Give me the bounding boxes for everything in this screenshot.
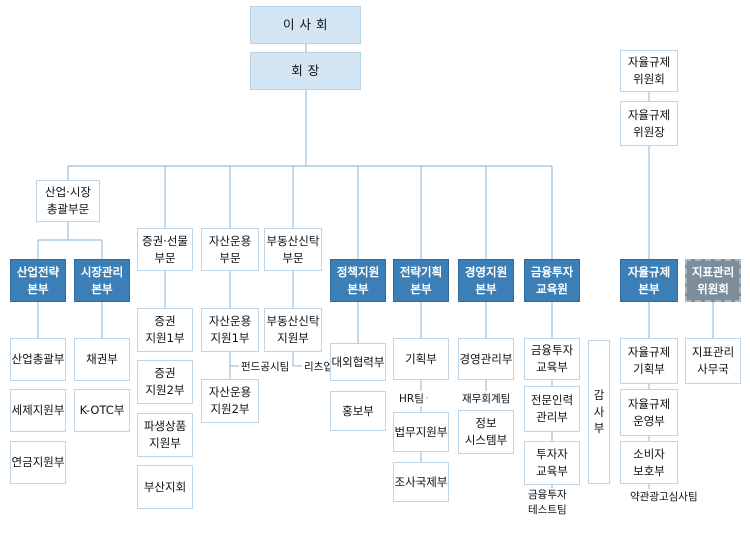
- group-securities-futures: 증권·선물 부문: [137, 228, 193, 271]
- hq-policy-support: 정책지원 본부: [330, 259, 386, 302]
- dept-self-regulation-operation: 자율규제 운영부: [620, 389, 678, 436]
- dept-asset-management-support-1: 자산운용 지원1부: [201, 308, 259, 352]
- dept-pension-support: 연금지원부: [10, 441, 66, 484]
- team-financial-investment-test: 금융투자 테스트팀: [526, 488, 569, 519]
- dept-planning: 기획부: [393, 338, 449, 380]
- dept-real-estate-trust-support: 부동산신탁 지원부: [264, 308, 322, 352]
- dept-audit: 감 사 부: [588, 340, 610, 484]
- dept-bond: 채권부: [74, 338, 130, 381]
- hq-strategy-planning: 전략기획 본부: [393, 259, 449, 302]
- group-asset-management: 자산운용 부문: [201, 228, 259, 271]
- team-fund-disclosure: 펀드공시팀: [239, 359, 292, 374]
- dept-securities-support-2: 증권 지원2부: [137, 360, 193, 404]
- team-finance-accounting: 재무회계팀: [460, 391, 513, 406]
- dept-investor-education: 투자자 교육부: [524, 441, 580, 485]
- hq-financial-investment-education: 금융투자 교육원: [524, 259, 580, 302]
- dept-financial-investment-education: 금융투자 교육부: [524, 338, 580, 380]
- dept-busan-branch: 부산지회: [137, 465, 193, 509]
- dept-consumer-protection: 소비자 보호부: [620, 441, 678, 484]
- dept-information-systems: 정보 시스템부: [458, 410, 514, 454]
- hq-industry-strategy: 산업전략 본부: [10, 259, 66, 302]
- dept-legal-support: 법무지원부: [393, 412, 449, 452]
- dept-self-regulation-planning: 자율규제 기획부: [620, 338, 678, 384]
- hq-self-regulation: 자율규제 본부: [620, 259, 678, 302]
- dept-management-admin: 경영관리부: [458, 338, 514, 380]
- dept-securities-support-1: 증권 지원1부: [137, 308, 193, 352]
- self-regulation-committee-box: 자율규제 위원회: [620, 50, 678, 92]
- self-regulation-chair-box: 자율규제 위원장: [620, 101, 678, 146]
- hq-index-committee: 지표관리 위원회: [685, 259, 741, 302]
- dept-research-international: 조사국제부: [393, 462, 449, 502]
- dept-industry-general: 산업총괄부: [10, 338, 66, 381]
- dept-asset-management-support-2: 자산운용 지원2부: [201, 379, 259, 423]
- team-hr: HR팀: [397, 391, 426, 406]
- dept-k-otc: K-OTC부: [74, 389, 130, 432]
- dept-index-office: 지표관리 사무국: [685, 338, 741, 384]
- dept-public-relations: 홍보부: [330, 391, 386, 431]
- dept-professional-management: 전문인력 관리부: [524, 386, 580, 432]
- board-box: 이 사 회: [250, 6, 361, 44]
- group-real-estate-trust: 부동산신탁 부문: [264, 228, 322, 271]
- dept-tax-support: 세제지원부: [10, 389, 66, 432]
- dept-derivatives-support: 파생상품 지원부: [137, 413, 193, 457]
- group-industry-market: 산업·시장 총괄부문: [36, 180, 100, 222]
- team-terms-ad-review: 약관광고심사팀: [628, 489, 700, 504]
- dept-external-cooperation: 대외협력부: [330, 343, 386, 381]
- hq-market-management: 시장관리 본부: [74, 259, 130, 302]
- chairman-box: 회 장: [250, 52, 361, 90]
- hq-management-support: 경영지원 본부: [458, 259, 514, 302]
